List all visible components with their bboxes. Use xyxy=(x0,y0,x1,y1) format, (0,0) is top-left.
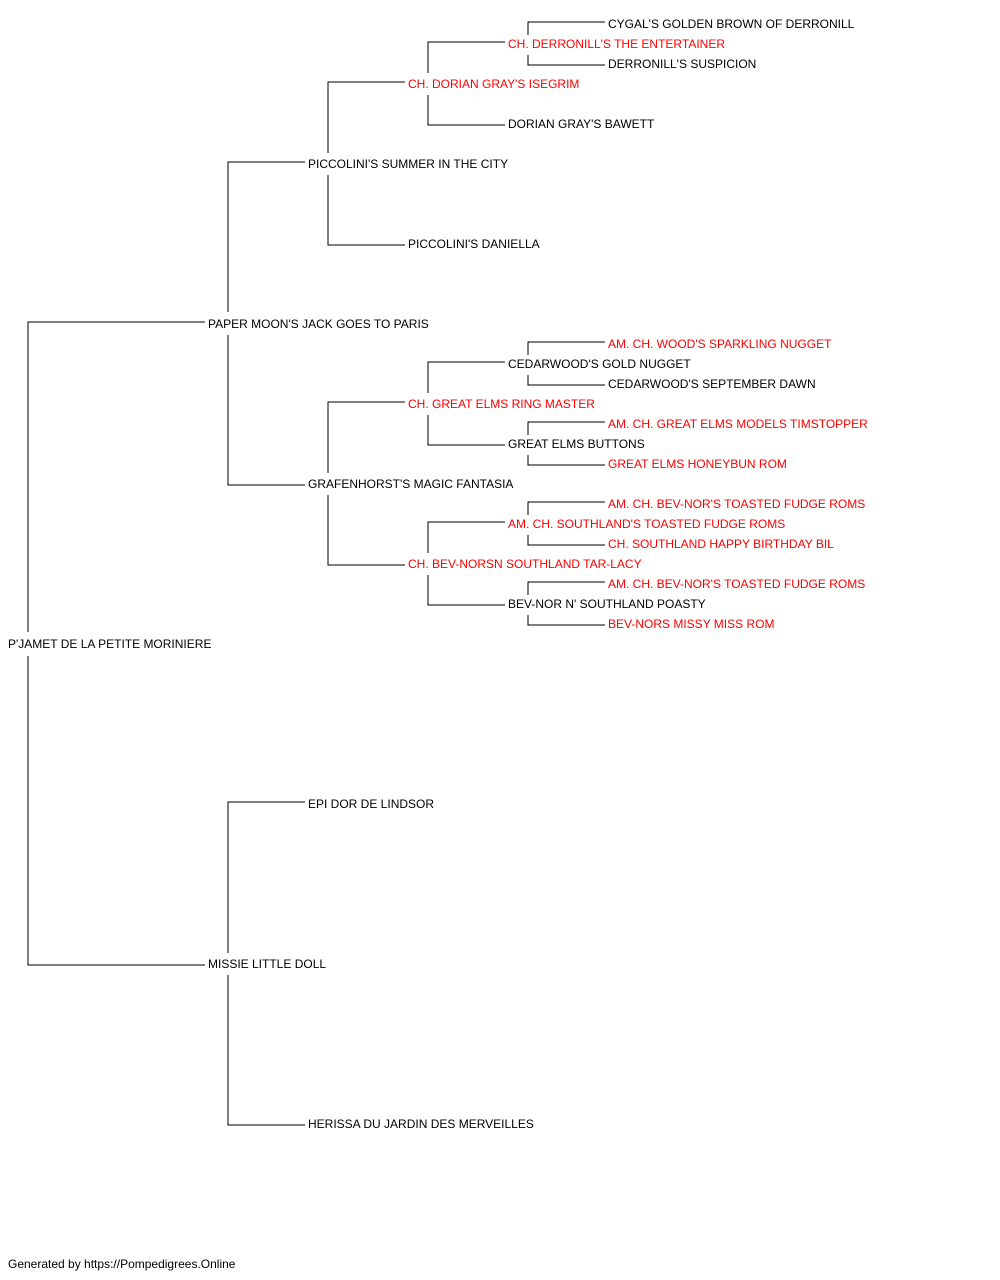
pedigree-sdsdd[interactable]: GREAT ELMS HONEYBUN ROM xyxy=(607,457,788,471)
connector-sire-sd xyxy=(227,335,305,486)
connector-ssss-ssssd xyxy=(527,55,605,66)
connector-sd-sds xyxy=(327,401,405,473)
connector-sds-sdsd xyxy=(427,415,505,446)
connector-sdsd-sdsds xyxy=(527,421,605,435)
pedigree-sddsd[interactable]: CH. SOUTHLAND HAPPY BIRTHDAY BIL xyxy=(607,537,835,551)
pedigree-sdsds[interactable]: AM. CH. GREAT ELMS MODELS TIMSTOPPER xyxy=(607,417,869,431)
connector-sdss-sdssd xyxy=(527,375,605,386)
pedigree-sddd[interactable]: BEV-NOR N' SOUTHLAND POASTY xyxy=(507,597,707,611)
connector-sdds-sddss xyxy=(527,501,605,515)
pedigree-sdds[interactable]: AM. CH. SOUTHLAND'S TOASTED FUDGE ROMS xyxy=(507,517,787,531)
connector-sdsd-sdsdd xyxy=(527,455,605,466)
pedigree-sdss[interactable]: CEDARWOOD'S GOLD NUGGET xyxy=(507,357,692,371)
pedigree-sdsss[interactable]: AM. CH. WOOD'S SPARKLING NUGGET xyxy=(607,337,833,351)
pedigree-sssd[interactable]: DORIAN GRAY'S BAWETT xyxy=(507,117,656,131)
pedigree-sdddd[interactable]: BEV-NORS MISSY MISS ROM xyxy=(607,617,776,631)
connector-dam-dd xyxy=(227,975,305,1126)
connector-sd-sdd xyxy=(327,495,405,566)
connector-sds-sdss xyxy=(427,361,505,393)
pedigree-ssss[interactable]: CH. DERRONILL'S THE ENTERTAINER xyxy=(507,37,726,51)
connector-sire-ss xyxy=(227,161,305,312)
connector-dam-ds xyxy=(227,801,305,953)
connector-sss-ssss xyxy=(427,41,505,73)
connector-sdd-sdds xyxy=(427,521,505,553)
connector-ssss-sssss xyxy=(527,21,605,35)
connector-subject-sire xyxy=(27,321,205,632)
connector-sddd-sddds xyxy=(527,581,605,595)
pedigree-sss[interactable]: CH. DORIAN GRAY'S ISEGRIM xyxy=(407,77,581,91)
pedigree-ssssd[interactable]: DERRONILL'S SUSPICION xyxy=(607,57,758,71)
generated-by-footer: Generated by https://Pompedigrees.Online xyxy=(8,1257,236,1271)
pedigree-dd[interactable]: HERISSA DU JARDIN DES MERVEILLES xyxy=(307,1117,535,1131)
connector-sddd-sdddd xyxy=(527,615,605,626)
connector-sss-sssd xyxy=(427,95,505,126)
pedigree-subject[interactable]: P'JAMET DE LA PETITE MORINIERE xyxy=(7,637,213,651)
connector-ss-sss xyxy=(327,81,405,153)
pedigree-sdsd[interactable]: GREAT ELMS BUTTONS xyxy=(507,437,646,451)
pedigree-ss[interactable]: PICCOLINI'S SUMMER IN THE CITY xyxy=(307,157,510,171)
pedigree-sssss[interactable]: CYGAL'S GOLDEN BROWN OF DERRONILL xyxy=(607,17,856,31)
pedigree-sddds[interactable]: AM. CH. BEV-NOR'S TOASTED FUDGE ROMS xyxy=(607,577,867,591)
pedigree-ssd[interactable]: PICCOLINI'S DANIELLA xyxy=(407,237,541,251)
pedigree-sdd[interactable]: CH. BEV-NORSN SOUTHLAND TAR-LACY xyxy=(407,557,643,571)
pedigree-sd[interactable]: GRAFENHORST'S MAGIC FANTASIA xyxy=(307,477,515,491)
connector-ss-ssd xyxy=(327,175,405,246)
connector-sdss-sdsss xyxy=(527,341,605,355)
pedigree-ds[interactable]: EPI DOR DE LINDSOR xyxy=(307,797,436,811)
pedigree-sire[interactable]: PAPER MOON'S JACK GOES TO PARIS xyxy=(207,317,430,331)
connector-sdd-sddd xyxy=(427,575,505,606)
pedigree-sdssd[interactable]: CEDARWOOD'S SEPTEMBER DAWN xyxy=(607,377,817,391)
connector-subject-dam xyxy=(27,656,205,966)
pedigree-sddss[interactable]: AM. CH. BEV-NOR'S TOASTED FUDGE ROMS xyxy=(607,497,867,511)
pedigree-dam[interactable]: MISSIE LITTLE DOLL xyxy=(207,957,328,971)
connector-sdds-sddsd xyxy=(527,535,605,546)
pedigree-sds[interactable]: CH. GREAT ELMS RING MASTER xyxy=(407,397,596,411)
